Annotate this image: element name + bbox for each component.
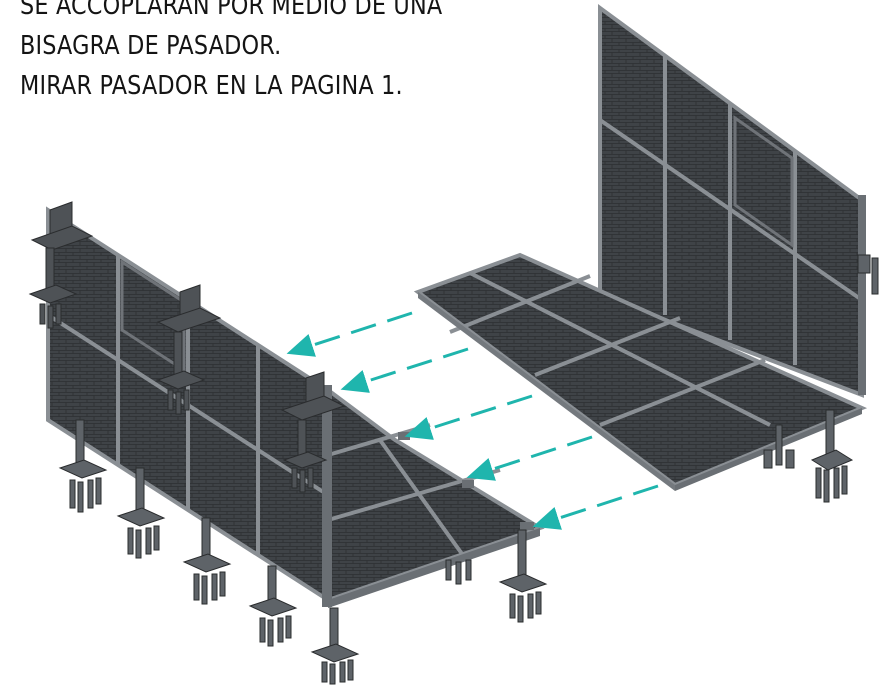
note-line-2: BISAGRA DE PASADOR. [20, 31, 282, 61]
arrow-1 [286, 311, 413, 357]
assembly-arrows [286, 311, 659, 530]
left-wall-brackets [28, 201, 346, 493]
note-line-1: SE ACCOPLARÁN POR MEDIO DE UNA [20, 0, 443, 21]
left-support-legs [58, 419, 548, 685]
right-support-legs [763, 254, 879, 503]
arrow-3 [404, 394, 533, 440]
arrow-2 [340, 347, 469, 393]
note-line-3: MIRAR PASADOR EN LA PAGINA 1. [20, 71, 403, 101]
right-back-wall [598, 4, 866, 398]
instruction-notes: SE ACCOPLARÁN POR MEDIO DE UNA BISAGRA D… [20, 0, 443, 106]
arrow-4 [466, 435, 593, 481]
left-floor [326, 386, 545, 608]
arrow-5 [532, 484, 659, 530]
